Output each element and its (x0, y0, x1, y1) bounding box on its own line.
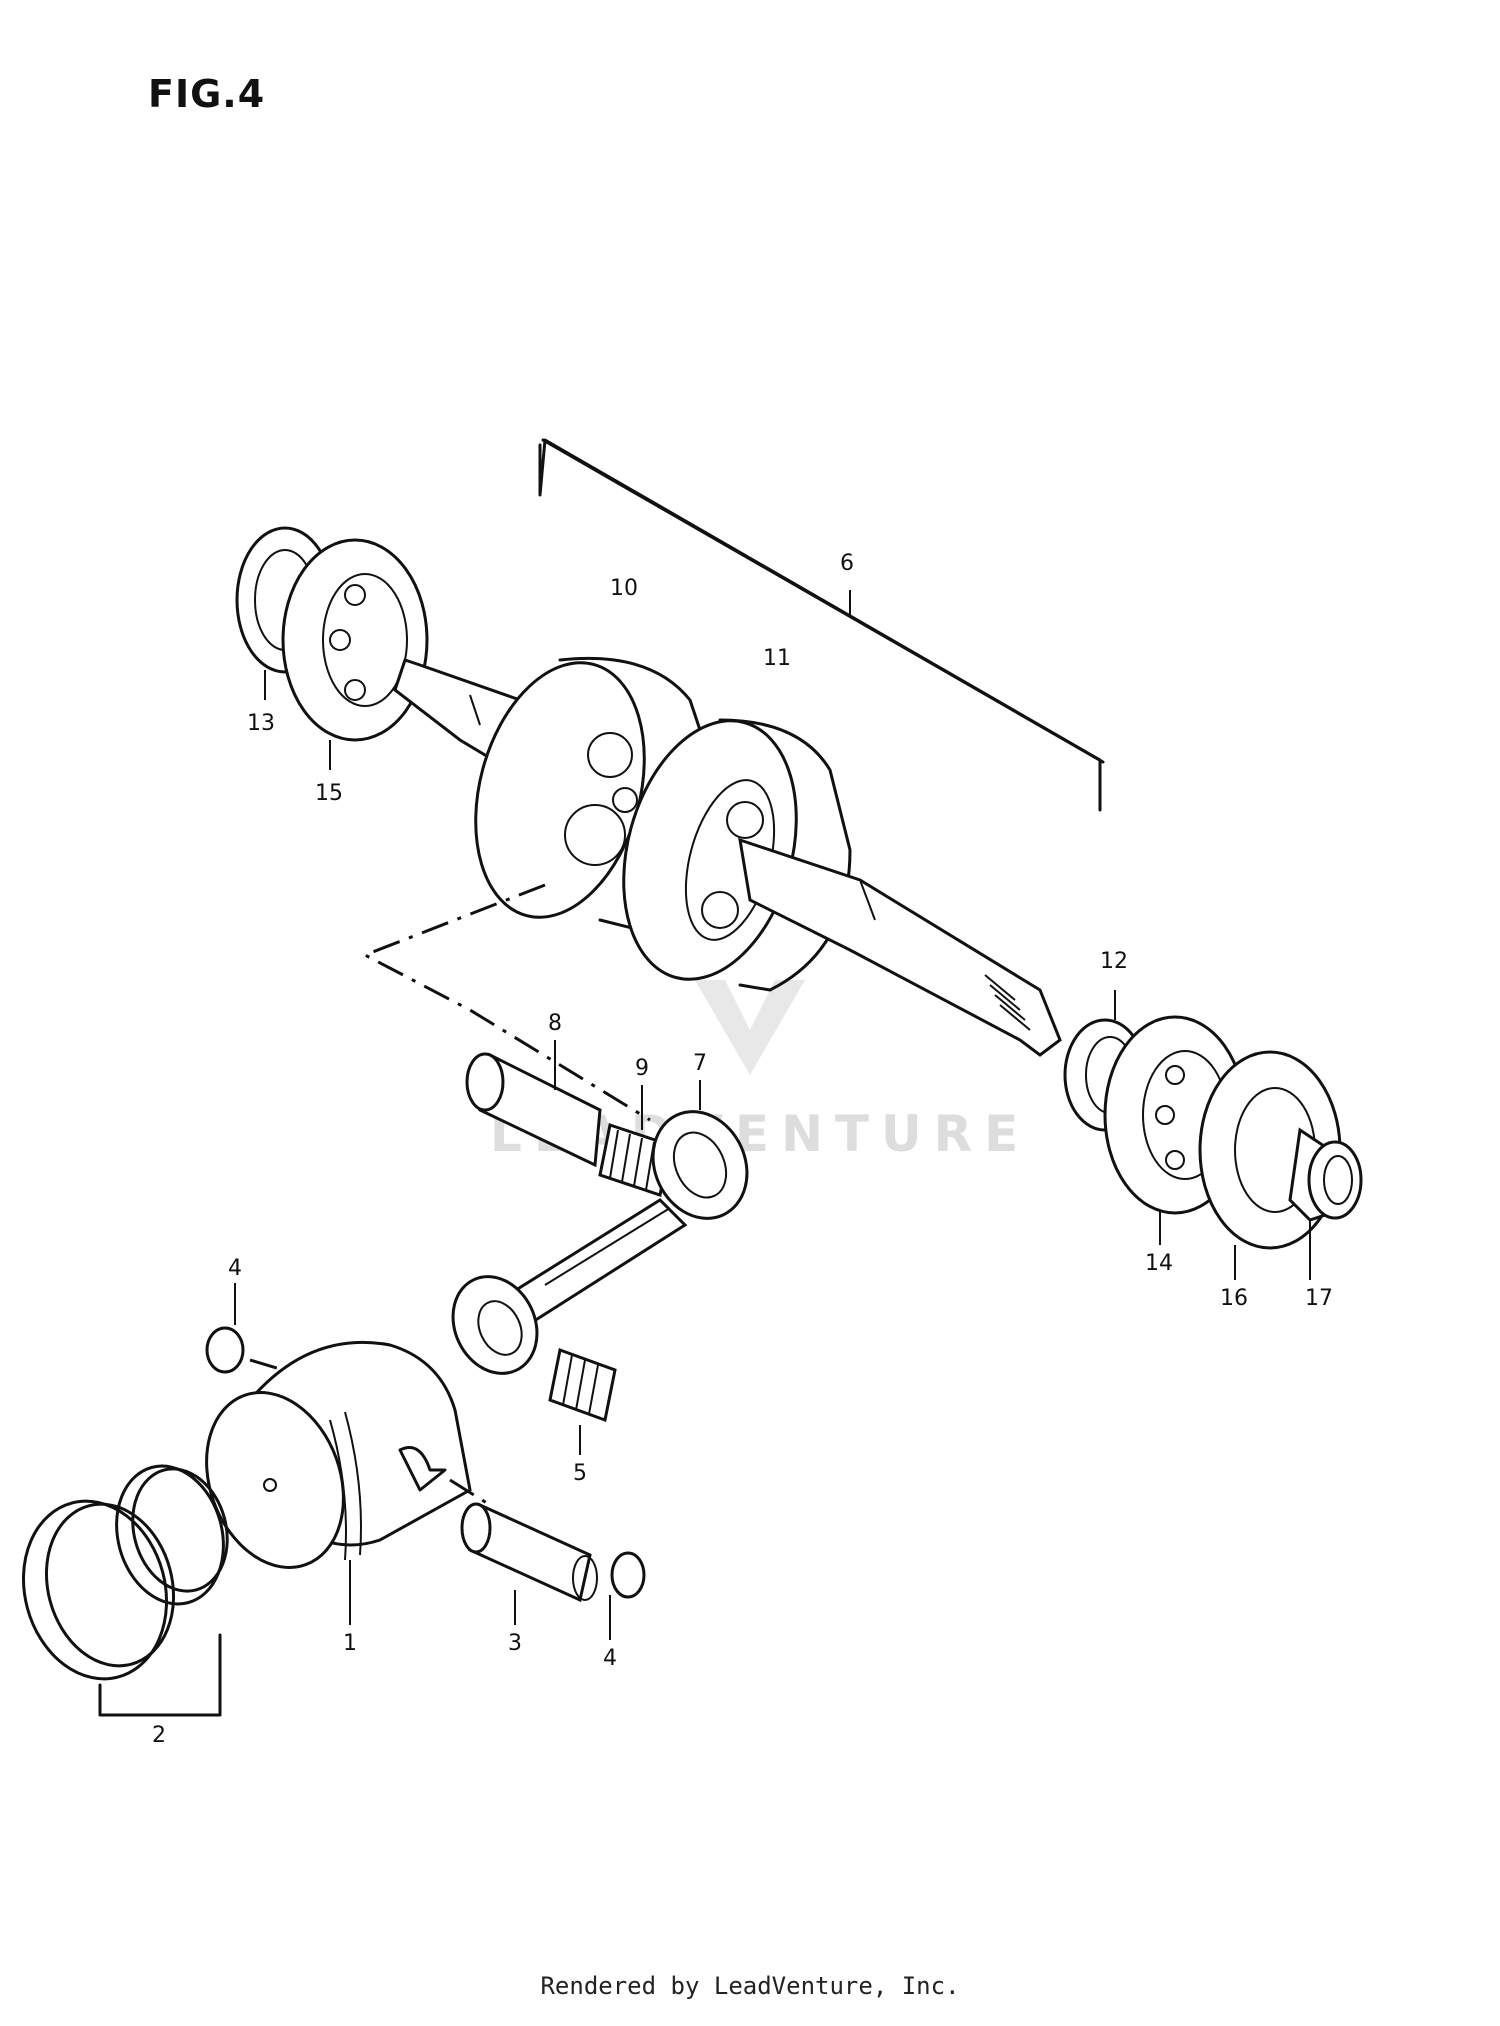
piston-pin-alignment-line-2 (449, 1478, 491, 1507)
circlip-upper-part (205, 1283, 245, 1374)
callout-8: 8 (548, 1011, 562, 1036)
bearing-left-part (281, 538, 429, 770)
callout-9: 9 (635, 1056, 649, 1081)
callout-13: 13 (247, 711, 275, 736)
callout-3: 3 (508, 1631, 522, 1656)
connecting-rod-part (451, 1080, 749, 1375)
callout-4-upper: 4 (228, 1256, 242, 1281)
callout-12: 12 (1100, 949, 1128, 974)
callout-11: 11 (763, 646, 791, 671)
piston-rings-part (21, 1464, 229, 1717)
figure-title: FIG.4 (148, 72, 266, 116)
callout-10: 10 (610, 576, 638, 601)
callout-5: 5 (573, 1461, 587, 1486)
crankshaft-spline-end-part (1288, 1127, 1363, 1280)
circlip-lower-part (609, 1551, 646, 1640)
footer-credit: Rendered by LeadVenture, Inc. (540, 1972, 960, 2000)
piston-part (205, 1340, 472, 1625)
piston-pin-part (460, 1502, 598, 1625)
crankshaft-right-shaft (738, 837, 1062, 1057)
crank-pin-alignment-line (361, 883, 651, 1122)
callout-2: 2 (152, 1723, 166, 1748)
callout-4-lower: 4 (603, 1646, 617, 1671)
crank-pin-part (465, 1040, 602, 1168)
callout-17: 17 (1305, 1286, 1333, 1311)
crank-web-right-part (622, 718, 852, 992)
piston-pin-alignment-line (249, 1358, 301, 1377)
callout-15: 15 (315, 781, 343, 806)
callout-16: 16 (1220, 1286, 1248, 1311)
callout-6: 6 (840, 551, 854, 576)
callout-7: 7 (693, 1051, 707, 1076)
big-end-needle-bearing-part (598, 1085, 672, 1197)
callout-1: 1 (343, 1631, 357, 1656)
callout-14: 14 (1145, 1251, 1173, 1276)
leadventure-logo-watermark (695, 980, 805, 1075)
crankshaft-assembly-bracket (538, 438, 1105, 812)
small-end-needle-bearing-part (548, 1347, 617, 1455)
